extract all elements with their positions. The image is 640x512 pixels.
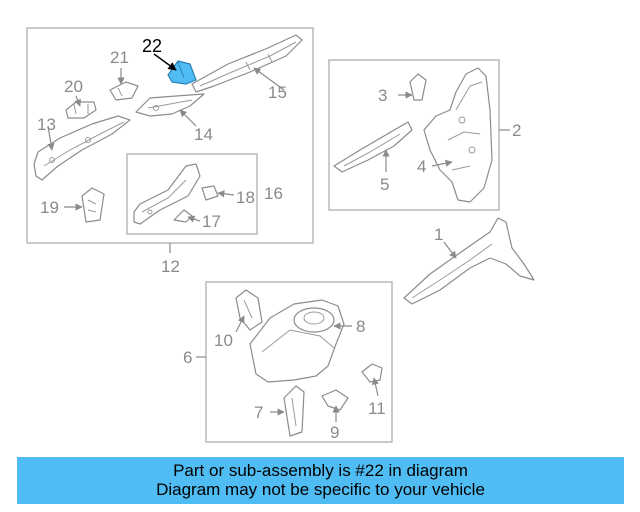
callout-12: 12 bbox=[161, 257, 180, 276]
part-15-rail[interactable] bbox=[191, 34, 303, 93]
part-14-reinforcement[interactable] bbox=[135, 93, 205, 117]
part-16-rail-extension[interactable] bbox=[133, 163, 201, 225]
callout-6: 6 bbox=[183, 348, 192, 367]
parts-diagram: 22 21 20 13 15 14 19 16 18 17 12 3 2 4 5… bbox=[26, 27, 535, 443]
part-22-bracket-highlighted[interactable] bbox=[167, 60, 197, 85]
part-20-bracket[interactable] bbox=[65, 101, 97, 119]
part-9-bracket[interactable] bbox=[321, 389, 349, 411]
part-21-bracket[interactable] bbox=[109, 81, 139, 101]
callout-20: 20 bbox=[64, 77, 83, 96]
callout-21: 21 bbox=[110, 48, 129, 67]
callout-8: 8 bbox=[356, 317, 365, 336]
part-3-bracket[interactable] bbox=[409, 73, 427, 101]
callout-19: 19 bbox=[40, 198, 59, 217]
group-box-6 bbox=[205, 281, 393, 443]
callout-18: 18 bbox=[236, 188, 255, 207]
callout-5: 5 bbox=[380, 175, 389, 194]
callout-9: 9 bbox=[330, 423, 339, 442]
part-1-fender[interactable] bbox=[403, 217, 535, 305]
callout-11: 11 bbox=[368, 399, 386, 418]
banner-line-2: Diagram may not be specific to your vehi… bbox=[156, 480, 485, 499]
callout-16: 16 bbox=[264, 184, 283, 203]
part-8-strut-tower[interactable] bbox=[249, 299, 345, 383]
callout-14: 14 bbox=[194, 125, 213, 144]
group-box-16 bbox=[126, 153, 258, 235]
callout-15: 15 bbox=[268, 83, 287, 102]
callout-7: 7 bbox=[254, 403, 263, 422]
group-box-2 bbox=[328, 59, 500, 211]
banner-line-1: Part or sub-assembly is #22 in diagram bbox=[173, 461, 468, 480]
callout-17: 17 bbox=[202, 212, 221, 231]
callout-22: 22 bbox=[142, 36, 162, 56]
callout-2: 2 bbox=[512, 121, 521, 140]
part-2-wheel-apron[interactable] bbox=[423, 67, 493, 203]
callout-3: 3 bbox=[378, 86, 387, 105]
part-7-plate[interactable] bbox=[283, 385, 305, 437]
info-banner: Part or sub-assembly is #22 in diagram D… bbox=[17, 457, 624, 504]
part-11-bracket[interactable] bbox=[361, 363, 383, 383]
part-13-lower-rail[interactable] bbox=[33, 115, 131, 181]
callout-1: 1 bbox=[434, 225, 443, 244]
part-18-bracket[interactable] bbox=[201, 185, 219, 201]
callout-10: 10 bbox=[214, 331, 233, 350]
callout-4: 4 bbox=[417, 157, 426, 176]
part-19-bracket[interactable] bbox=[81, 187, 105, 223]
part-5-rail[interactable] bbox=[333, 121, 413, 173]
part-17-bracket[interactable] bbox=[173, 209, 193, 223]
callout-13: 13 bbox=[37, 115, 56, 134]
